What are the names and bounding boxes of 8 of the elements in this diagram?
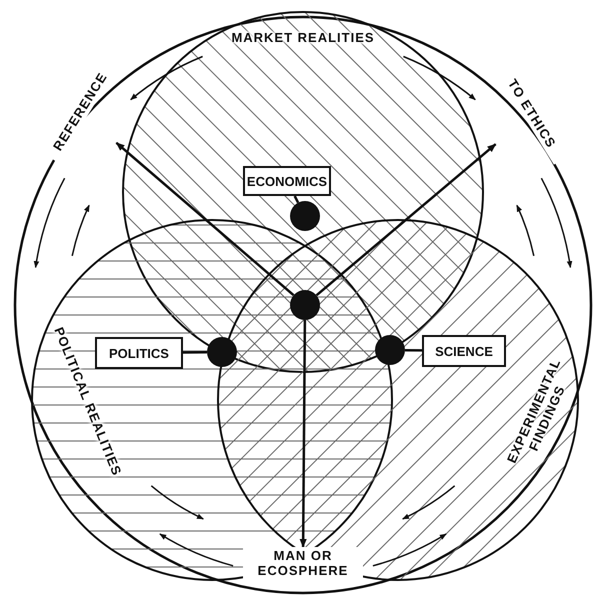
callout-box: SCIENCE: [422, 335, 506, 367]
leader-line: [182, 350, 208, 354]
arrow: [116, 142, 294, 296]
leader-line: [294, 195, 300, 204]
callout-box: POLITICS: [95, 337, 183, 369]
endpoint-label: MAN OR ECOSPHERE: [243, 547, 363, 579]
callout-box: ECONOMICS: [243, 166, 331, 196]
leader-line: [404, 348, 422, 352]
